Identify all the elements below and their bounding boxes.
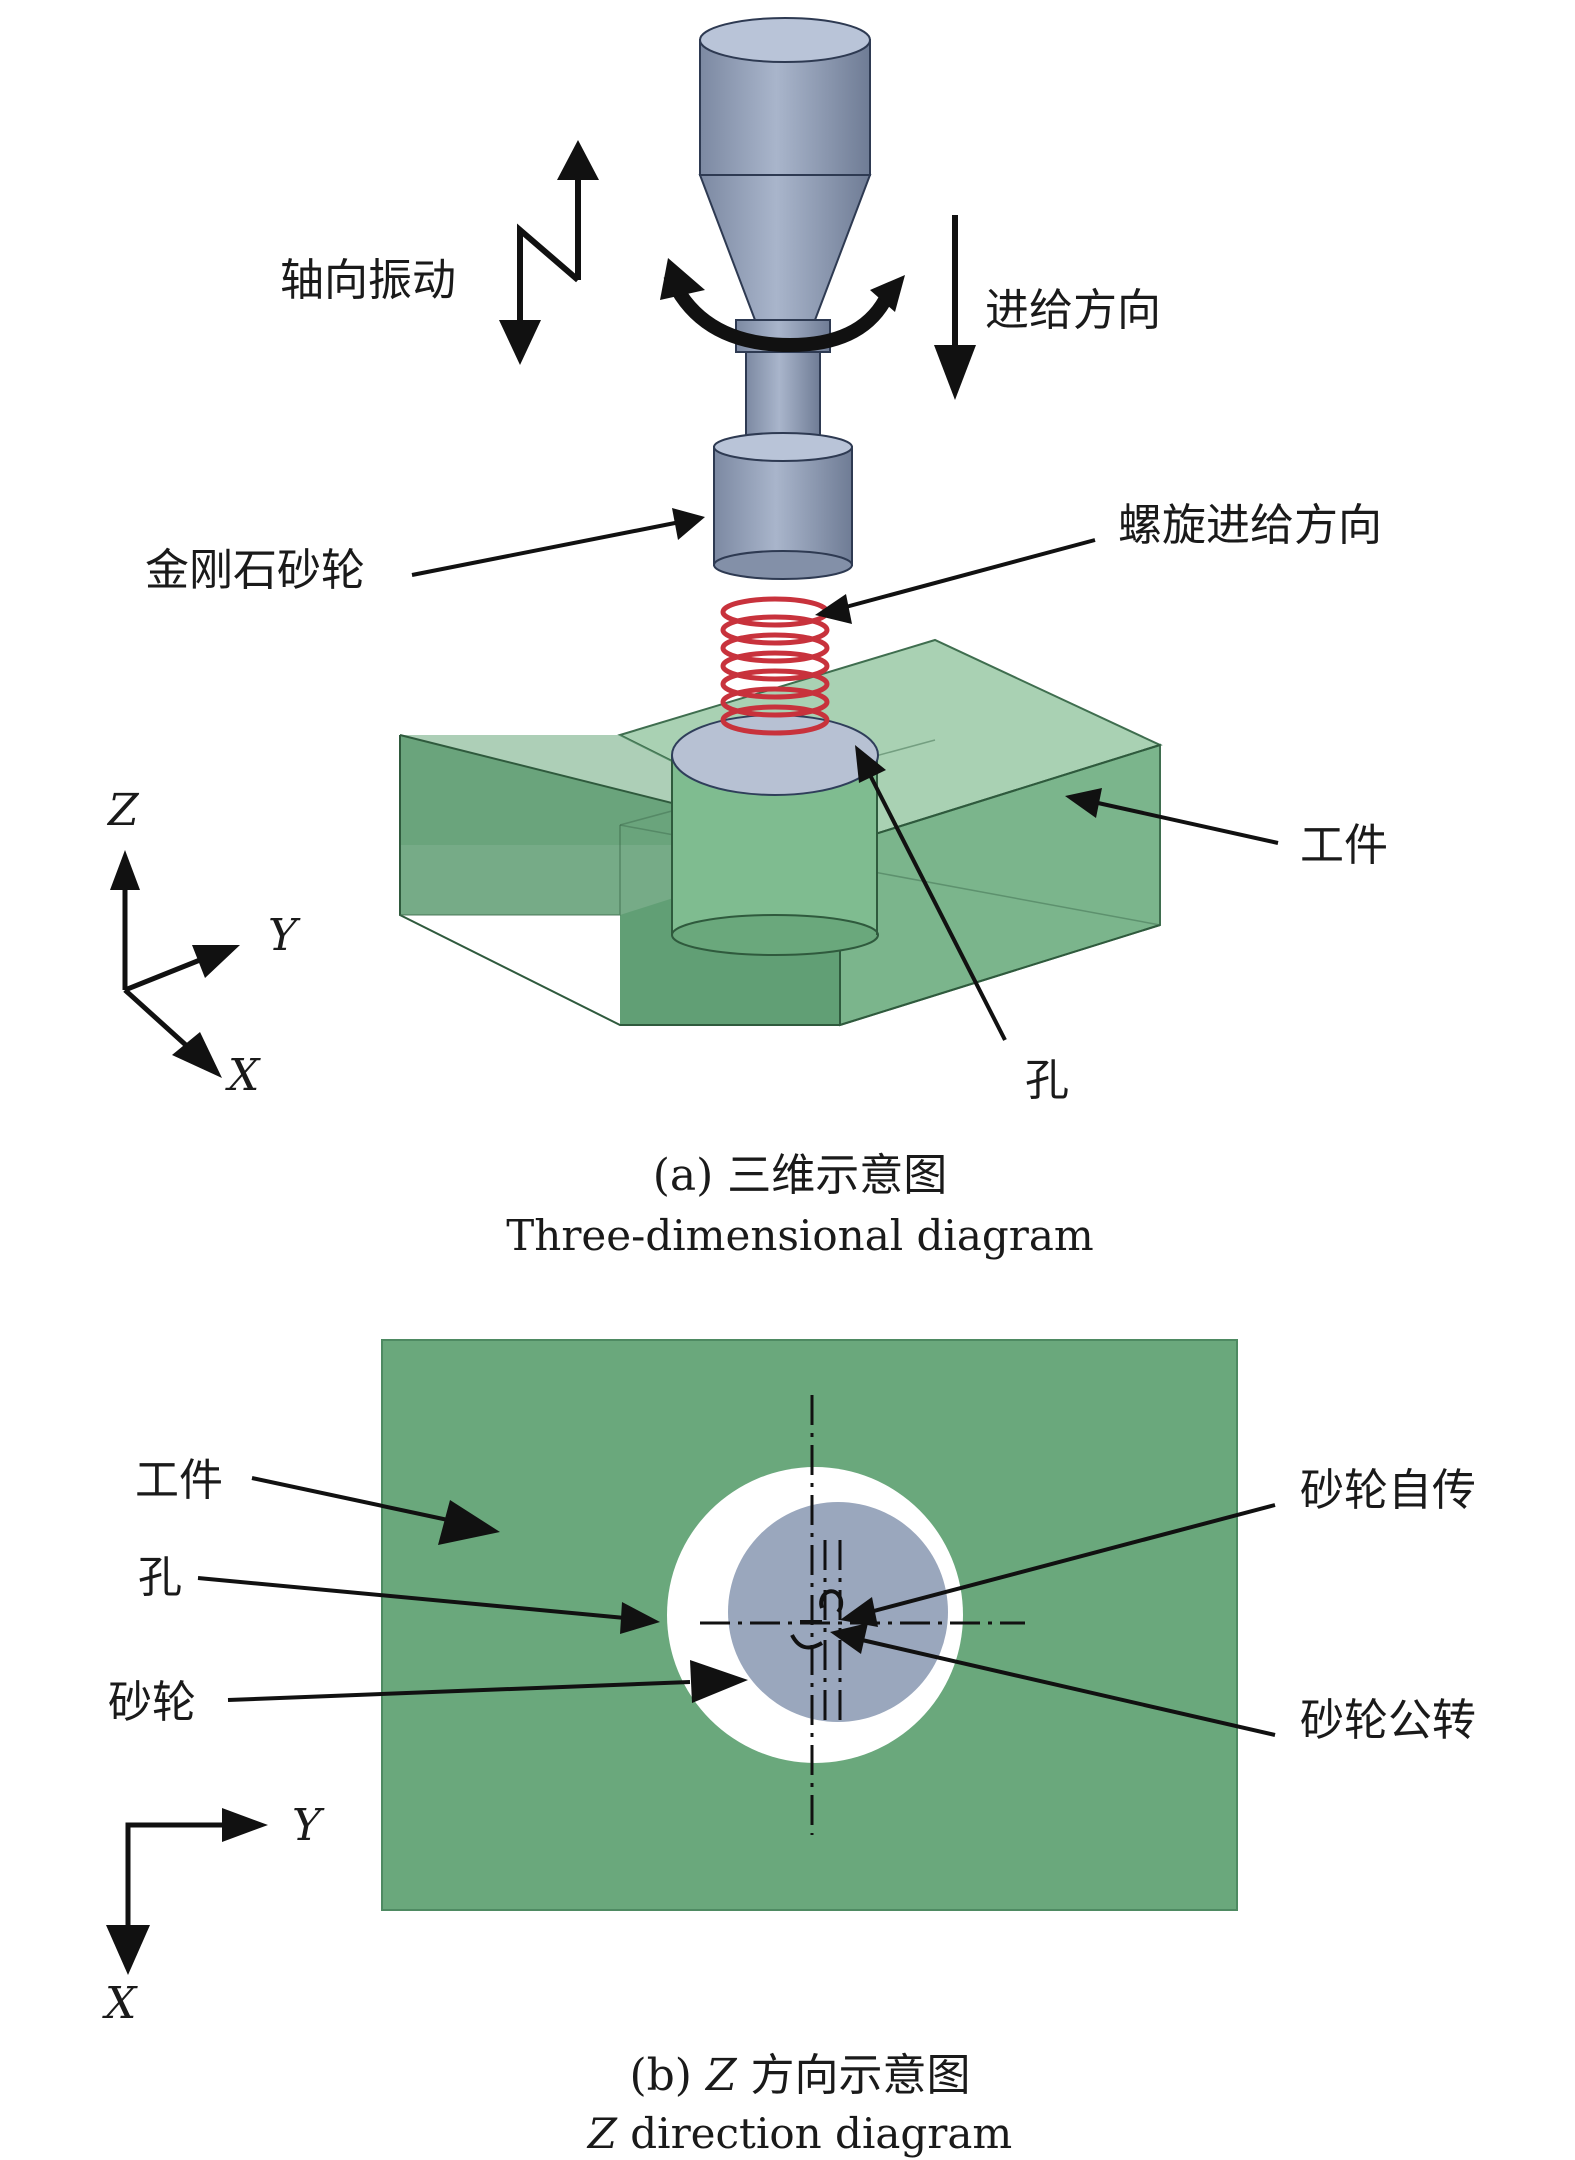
helical-path <box>720 596 830 736</box>
leader-workpiece-b <box>251 1476 500 1545</box>
caption-a-zh: (a) 三维示意图 <box>653 1150 948 1201</box>
axial-vibration-arrow <box>499 140 599 365</box>
leader-workpiece-a <box>1065 788 1279 845</box>
axis-label-x-b: X <box>102 1978 138 2029</box>
panel-b-z-direction-diagram: 工件 孔 砂轮 砂轮自传 砂轮公转 Y X (b) Z 方向示意图 Z dire… <box>102 1339 1476 2158</box>
leader-diamond-wheel <box>411 508 705 577</box>
axis-triad-b <box>106 1808 268 1975</box>
label-axial-vibration: 轴向振动 <box>280 255 456 306</box>
hole-cylinder <box>671 714 879 956</box>
axis-triad-a <box>110 850 240 1078</box>
caption-b-en-rest: direction diagram <box>617 2109 1012 2158</box>
caption-b-zh-rest: 方向示意图 <box>737 2050 971 2101</box>
leader-hole-b <box>197 1576 660 1634</box>
leader-wheel-rotation <box>840 1503 1276 1627</box>
axis-label-x-a: X <box>225 1050 261 1101</box>
axis-label-z-a: Z <box>106 785 140 836</box>
panel-a-3d-diagram: 轴向振动 进给方向 金刚石砂轮 螺旋进给方向 工件 孔 Z Y X (a) 三维… <box>106 17 1388 1260</box>
spindle-tool <box>698 17 872 580</box>
label-hole-b: 孔 <box>138 1552 182 1603</box>
label-wheel-revolution: 砂轮公转 <box>1300 1695 1476 1746</box>
label-wheel-b: 砂轮 <box>108 1677 196 1728</box>
leader-helical-feed <box>815 538 1096 624</box>
label-workpiece-a: 工件 <box>1300 820 1388 871</box>
label-hole-a: 孔 <box>1025 1055 1069 1106</box>
leader-hole-a <box>855 745 1007 1041</box>
rotation-marks <box>790 1589 844 1650</box>
leader-wheel-b <box>227 1660 748 1703</box>
caption-b-z: Z <box>704 2050 738 2101</box>
caption-b-en: Z direction diagram <box>586 2109 1013 2158</box>
rotation-arrow <box>660 258 905 353</box>
label-feed-direction: 进给方向 <box>985 285 1161 336</box>
axis-label-y-b: Y <box>292 1800 325 1851</box>
label-helical-feed: 螺旋进给方向 <box>1118 500 1382 551</box>
feed-direction-arrow <box>934 215 976 400</box>
label-workpiece-b: 工件 <box>135 1455 223 1506</box>
caption-b-zh: (b) Z 方向示意图 <box>629 2050 970 2101</box>
caption-a-en: Three-dimensional diagram <box>506 1211 1093 1260</box>
leader-wheel-revolution <box>830 1623 1276 1737</box>
caption-b-en-z: Z <box>586 2109 618 2158</box>
axis-label-y-a: Y <box>268 910 301 961</box>
label-diamond-wheel: 金刚石砂轮 <box>145 545 365 596</box>
label-wheel-rotation: 砂轮自传 <box>1300 1465 1476 1516</box>
caption-b-prefix: (b) <box>629 2050 705 2101</box>
